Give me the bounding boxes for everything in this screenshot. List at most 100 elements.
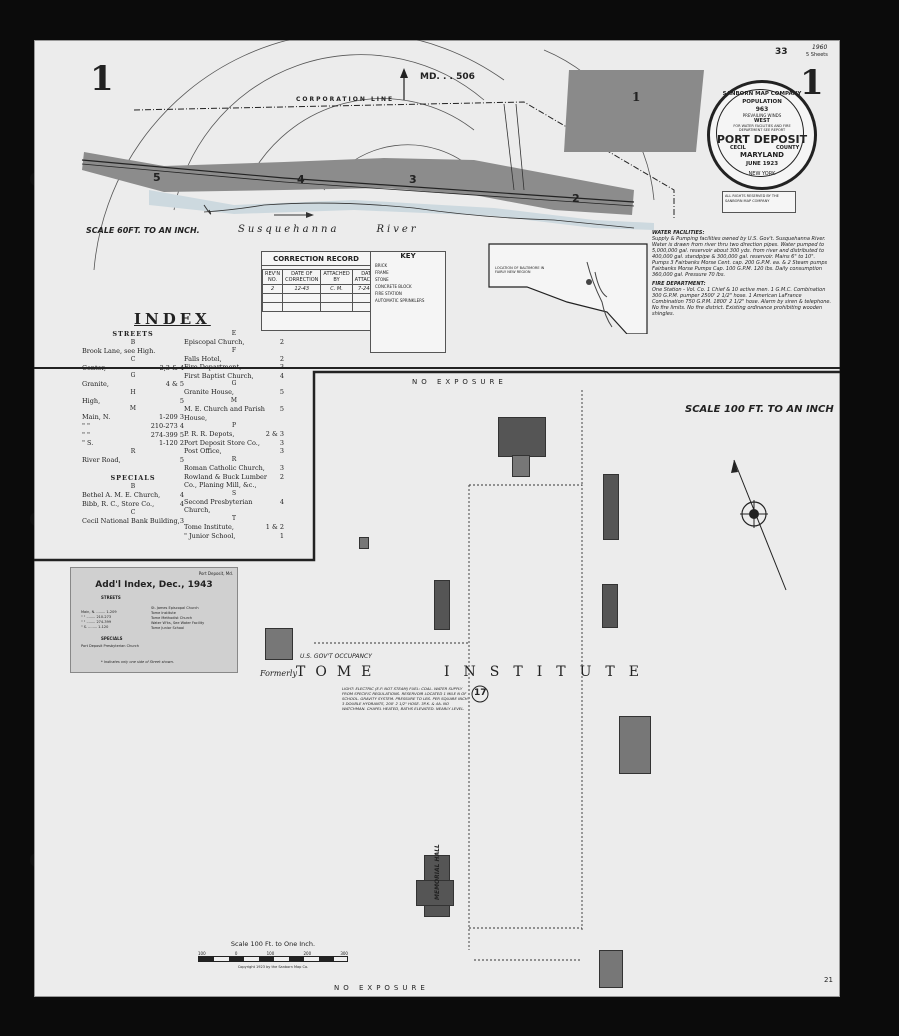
building [265,628,293,660]
index-divider [34,370,840,562]
key-item: CONCRETE BLOCK [375,284,412,289]
key-item: AUTOMATIC SPRINKLERS [375,298,425,303]
block-number: 3 [409,173,417,186]
index-entry-pages: 274-399 5 [150,430,184,439]
page-number: 21 [824,976,833,984]
index-entry: Cecil National Bank Building,3 [82,517,184,526]
index-letter: M [129,405,137,413]
addl-line: " " ........ 274-399 [81,620,112,624]
key-item: STONE [375,277,389,282]
seal-company: SANBORN MAP COMPANY [722,91,802,97]
north-label: MD. . . 506 [420,72,475,82]
index-letter: P [231,422,237,430]
index-entry-name: Bibb, R. C., Store Co., [82,499,155,508]
index-entry-name: " Junior School, [184,531,236,540]
index-letter: T [231,514,236,522]
streets-heading: STREETS [112,330,154,338]
building [603,474,619,540]
addl-line: " S. ........ 1-120 [81,625,109,629]
cell: 2 [261,284,284,294]
index-entry-name: Bethel A. M. E. Church, [82,491,161,500]
seal-population-label: POPULATION [742,99,782,105]
lower-scale-label: SCALE 100 FT. TO AN INCH [685,404,834,415]
seal-town: PORT DEPOSIT [716,133,808,146]
seal-winds: WEST [754,118,770,124]
index-entry: Episcopal Church,2 [184,338,284,347]
index-entry-pages: 3 [279,463,284,472]
index-letter: B [130,483,136,491]
index-entry: M. E. Church and Parish House,5 [184,405,284,422]
building [512,455,530,477]
upper-scale-label: SCALE 60FT. TO AN INCH. [86,226,200,235]
water-fire-notes: WATER FACILITIES: Supply & Pumping facil… [652,230,832,317]
index-entry: River Road,5 [82,456,184,465]
index-entry-name: Granite House, [184,388,234,397]
index-entry: Granite,4 & 5 [82,380,184,389]
index-entry: " Junior School,1 [184,532,284,541]
index-entry-name: M. E. Church and Parish House, [184,404,265,422]
index-entry: Tome Institute, 1 & 2 [184,523,284,532]
index-entry-pages: 2,3 & 4 [159,363,184,372]
corporation-line-label: CORPORATION LINE [296,96,395,103]
index-entry-name: " " [82,421,91,430]
formerly-label: Formerly [260,669,297,678]
index-entry-name: Tome Institute, [184,522,234,531]
index-entry: Brook Lane, see High. [82,347,184,356]
index-entry: " "274-399 5 [82,431,184,440]
block-number-17: 17 [474,688,487,698]
key-item: FIRE STATION [375,291,402,296]
lower-map-drawing [314,390,787,961]
index-letter: B [130,339,136,346]
inset-map-label: LOCATION OF BALTIMORE IN FAIRLY NEW REGI… [495,266,545,274]
water-text: Supply & Pumping facilities owned by U.S… [652,236,828,278]
addl-line: " " ........ 210-273 [81,615,112,619]
addl-line: St. James Episcopal Church [151,606,199,610]
fire-text: One Station - Vol. Co. 1 Chief & 10 acti… [652,287,832,317]
seal-date: JUNE 1923 [745,161,779,167]
index-entry-name: Granite, [82,380,109,389]
sheet-number-right: 1 [800,63,824,103]
index-entry: Main, N.1-209 3 [82,413,184,422]
seal-state: MARYLAND [739,151,784,159]
index-entry-name: Episcopal Church, [184,338,245,346]
scale-tick: 300 [340,951,348,956]
exposure-bottom: NO EXPOSURE [334,984,429,992]
addl-line: Main, N. ........ 1-209 [81,610,117,614]
index-entry-name: Fire Department, [184,363,242,372]
index-letter: E [231,330,237,337]
block-number: 2 [572,192,580,205]
index-entry-pages: 3 [179,516,184,525]
addl-line: Water W'ks, See Water Facility [151,621,205,625]
index-entry-pages: 210-273 4 [150,421,184,430]
index-entry: Second Presbyterian Church,4 [184,498,284,515]
addl-index: Port Deposit, Md. Add'l Index, Dec., 194… [70,567,238,673]
inset-number: 1 [632,90,641,104]
index-entry-pages: 1-120 2 [159,439,184,448]
seal-population: 963 [755,106,769,113]
col-header: DATE OF CORRECTION [282,269,322,285]
index-letter: R [130,447,136,455]
index-entry: " " 210-273 4 [82,422,184,431]
seal-county-name: CECIL [730,145,746,151]
specials-heading: SPECIALS [110,474,156,483]
index-entry: Bibb, R. C., Store Co.,4 [82,500,184,509]
correction-record-title: CORRECTION RECORD [262,255,370,266]
index-title: INDEX [134,310,211,328]
index-entry-name: High, [82,396,101,405]
block-number: 5 [153,171,161,184]
index-entry: P. R. R. Depots,2 & 3 [184,430,284,439]
map-key: KEY BRICK FRAME STONE CONCRETE BLOCK FIR… [370,251,446,353]
exposure-top: NO EXPOSURE [412,378,507,386]
building [602,584,618,628]
addl-line: Tome Methodist Church [151,616,193,620]
index-letter: R [231,455,237,463]
index-entry-pages: 1 & 2 [265,522,284,531]
building [359,537,369,549]
index-entry: High,5 [82,397,184,406]
map-sheet: 1 1 33 1960 5 Sheets MD. . . 506 CORPORA… [34,40,840,997]
col-header: ATTACHED BY [320,269,353,285]
institute-notes: LIGHT: ELECTRIC (E.P. NOT STEAM) FUEL: C… [342,686,469,711]
seal-county-label: COUNTY [776,145,800,151]
building [599,950,623,988]
